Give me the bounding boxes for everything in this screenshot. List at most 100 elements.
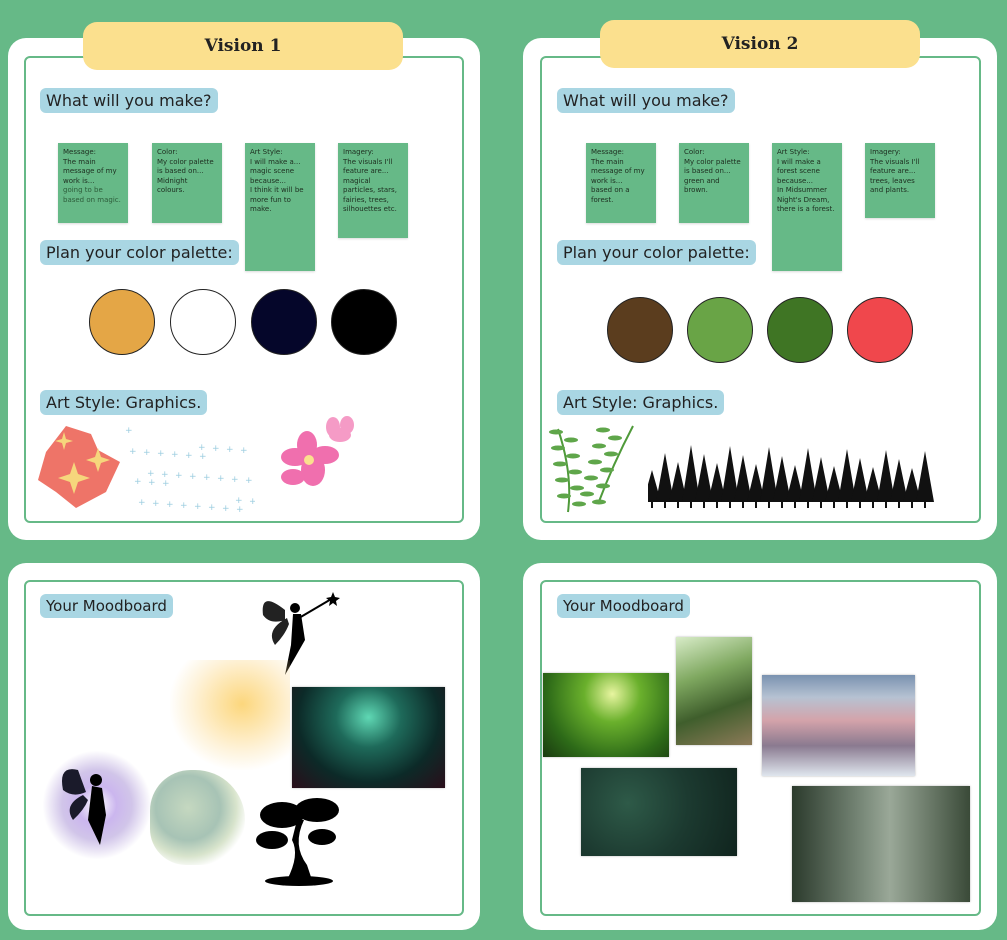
pine-tree-icon bbox=[656, 453, 674, 508]
vision2-moodboard-frame bbox=[540, 580, 981, 916]
star-particle-icon: + bbox=[198, 443, 206, 453]
pine-tree-icon bbox=[682, 445, 700, 508]
fern-leaf-icon bbox=[600, 467, 614, 473]
fern-leaf-icon bbox=[572, 501, 586, 507]
pine-tree-icon bbox=[760, 447, 778, 508]
note-answer: trees, leaves and plants. bbox=[870, 176, 915, 195]
vision2-note-color[interactable]: Color: My color palette is based on... g… bbox=[679, 143, 749, 223]
pine-tree-icon bbox=[773, 456, 791, 508]
star-particles-graphic: ++++++++++++++++++++++++++++++++ bbox=[125, 426, 255, 515]
fern-leaf-icon bbox=[555, 477, 569, 483]
star-particle-icon: + bbox=[152, 499, 160, 509]
fern-leaf-icon bbox=[592, 443, 606, 449]
note-answer: In Midsummer Night's Dream, there is a f… bbox=[777, 186, 835, 213]
star-particle-icon: + bbox=[161, 470, 169, 480]
vision2-art-label: Art Style: Graphics. bbox=[557, 390, 725, 415]
vision1-note-art-style[interactable]: Art Style: I will make a... magic scene … bbox=[245, 143, 315, 271]
star-particle-icon: + bbox=[180, 501, 188, 511]
vision1-art-label: Art Style: Graphics. bbox=[40, 390, 208, 415]
fern-leaf-icon bbox=[588, 459, 602, 465]
star-particle-icon: + bbox=[235, 496, 243, 506]
pine-tree-icon bbox=[695, 454, 713, 508]
fern-leaf-icon bbox=[596, 483, 610, 489]
vision2-note-imagery[interactable]: Imagery: The visuals I'll feature are...… bbox=[865, 143, 935, 218]
star-particle-icon: + bbox=[129, 447, 137, 457]
fern-leaf-icon bbox=[557, 493, 571, 499]
fern-leaf-icon bbox=[604, 451, 618, 457]
vision2-panel bbox=[523, 38, 997, 540]
vision1-swatch-4 bbox=[331, 289, 397, 355]
fern-leaf-icon bbox=[584, 475, 598, 481]
vision1-swatch-2 bbox=[170, 289, 236, 355]
note-answer: magical particles, stars, fairies, trees… bbox=[343, 176, 397, 214]
fern-leaf-icon bbox=[553, 461, 567, 467]
pine-tree-icon bbox=[825, 466, 843, 508]
fairy-with-wand-image bbox=[262, 592, 340, 675]
pine-tree-icon bbox=[916, 451, 934, 508]
forest-path-sunrays-photo bbox=[676, 637, 752, 745]
fern-leaf-icon bbox=[592, 499, 606, 505]
note-prompt: Art Style: I will make a forest scene be… bbox=[777, 148, 821, 185]
vision2-palette-label: Plan your color palette: bbox=[557, 240, 756, 265]
misty-dark-forest-photo bbox=[792, 786, 970, 902]
note-answer: I think it will be more fun to make. bbox=[250, 186, 304, 213]
star-particle-icon: + bbox=[138, 498, 146, 508]
vision2-moodboard-label: Your Moodboard bbox=[557, 594, 690, 618]
star-particle-icon: + bbox=[147, 469, 155, 479]
star-particle-icon: + bbox=[166, 500, 174, 510]
fern-leaf-icon bbox=[551, 445, 565, 451]
star-particle-icon: + bbox=[231, 475, 239, 485]
sunlit-green-forest-photo bbox=[543, 673, 669, 757]
star-particle-icon: + bbox=[175, 471, 183, 481]
pine-tree-icon bbox=[734, 455, 752, 508]
vision1-note-imagery[interactable]: Imagery: The visuals I'll feature are...… bbox=[338, 143, 408, 238]
vision1-make-label: What will you make? bbox=[40, 88, 218, 113]
fern-leaf-icon bbox=[549, 429, 563, 435]
pine-tree-icon bbox=[747, 464, 765, 508]
pine-tree-icon bbox=[721, 446, 739, 508]
star-particle-icon: + bbox=[134, 477, 142, 487]
pine-tree-icon bbox=[851, 458, 869, 508]
star-particle-icon: + bbox=[148, 478, 156, 488]
note-prompt: Message: The main message of my work is.… bbox=[591, 148, 645, 185]
vision1-palette-label: Plan your color palette: bbox=[40, 240, 239, 265]
star-particle-icon: + bbox=[222, 504, 230, 514]
golden-sparkle-trail-image bbox=[170, 660, 290, 770]
bonsai-tree-silhouette-image bbox=[256, 798, 339, 886]
star-particle-icon: + bbox=[226, 445, 234, 455]
pink-flower-graphic bbox=[281, 416, 354, 486]
vision2-note-art-style[interactable]: Art Style: I will make a forest scene be… bbox=[772, 143, 842, 271]
star-particle-icon: + bbox=[212, 444, 220, 454]
fern-leaf-icon bbox=[568, 469, 582, 475]
note-prompt: Message: The main message of my work is.… bbox=[63, 148, 117, 185]
note-prompt: Color: My color palette is based on... bbox=[684, 148, 741, 175]
star-particle-icon: + bbox=[194, 502, 202, 512]
pine-tree-icon bbox=[708, 463, 726, 508]
vision2-swatch-4 bbox=[847, 297, 913, 363]
star-particle-icon: + bbox=[245, 476, 253, 486]
fern-leaf-icon bbox=[580, 491, 594, 497]
star-particle-icon: + bbox=[143, 448, 151, 458]
star-particle-icon: + bbox=[185, 451, 193, 461]
vision1-title: Vision 1 bbox=[83, 22, 403, 70]
vision2-title: Vision 2 bbox=[600, 20, 920, 68]
vision1-note-message[interactable]: Message: The main message of my work is.… bbox=[58, 143, 128, 223]
fern-leaf-icon bbox=[596, 427, 610, 433]
fern-leaf-icon bbox=[566, 453, 580, 459]
note-answer: based on a forest. bbox=[591, 186, 630, 204]
fern-leaf-icon bbox=[608, 435, 622, 441]
note-prompt: Art Style: I will make a... magic scene … bbox=[250, 148, 301, 185]
vision1-note-color[interactable]: Color: My color palette is based on... M… bbox=[152, 143, 222, 223]
pine-tree-icon bbox=[903, 468, 921, 508]
star-particle-icon: + bbox=[189, 472, 197, 482]
vision2-note-message[interactable]: Message: The main message of my work is.… bbox=[586, 143, 656, 223]
star-particle-icon: + bbox=[240, 446, 248, 456]
star-particle-icon: + bbox=[157, 449, 165, 459]
vision1-moodboard-label: Your Moodboard bbox=[40, 594, 173, 618]
note-answer: going to be based on magic. bbox=[63, 186, 121, 204]
note-prompt: Color: My color palette is based on... bbox=[157, 148, 214, 175]
note-answer: Midnight colours. bbox=[157, 176, 188, 195]
star-particle-icon: + bbox=[125, 426, 133, 436]
fern-leaf-icon bbox=[570, 485, 584, 491]
star-particle-icon: + bbox=[217, 474, 225, 484]
